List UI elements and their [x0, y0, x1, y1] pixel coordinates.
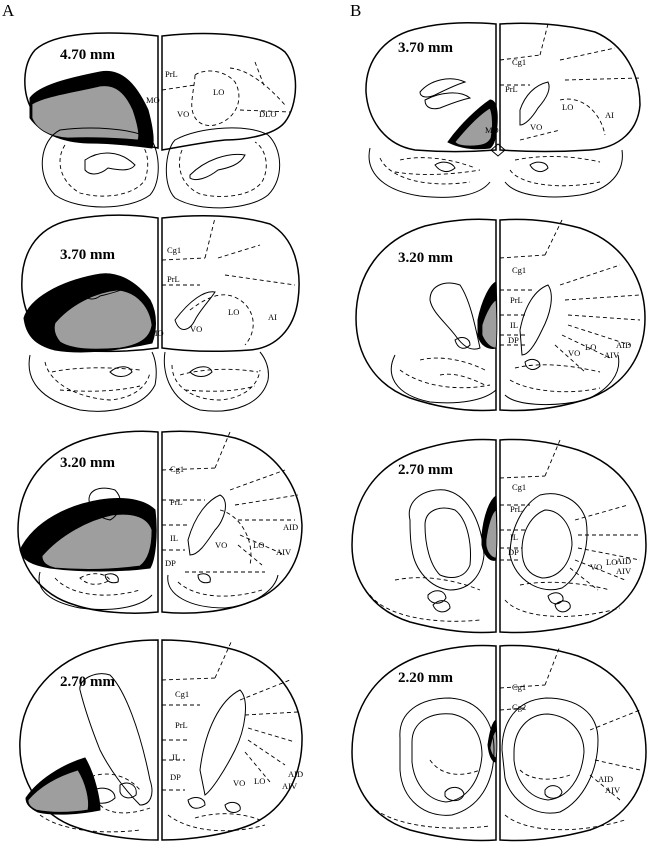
region-dp: DP: [165, 558, 176, 568]
region-vo: VO: [590, 562, 602, 572]
section-level: 3.70 mm: [398, 40, 453, 56]
region-vo: VO: [177, 109, 189, 119]
region-aiv: AIV: [282, 781, 298, 791]
lesion-minimal: [485, 509, 498, 559]
lesion-minimal: [53, 289, 153, 350]
section-b1: 3.70 mm Cg1 PrL MO VO LO AI: [365, 22, 641, 198]
region-mo: MO: [150, 328, 164, 338]
region-prl: PrL: [165, 69, 178, 79]
region-vo: VO: [568, 348, 580, 358]
region-lo: LO: [253, 540, 264, 550]
region-dp: DP: [508, 547, 519, 557]
region-prl: PrL: [170, 497, 183, 507]
right-hemisphere-outline: [499, 218, 646, 412]
right-hemisphere-outline: [161, 639, 303, 841]
region-cg2: Cg2: [512, 702, 526, 712]
region-aiv: AIV: [604, 350, 620, 360]
region-cg1: Cg1: [170, 464, 184, 474]
section-level: 4.70 mm: [60, 47, 115, 63]
lesion-minimal: [27, 769, 89, 813]
region-ai: AI: [268, 312, 277, 322]
region-vo: VO: [190, 324, 202, 334]
right-hemisphere-outline: [161, 32, 297, 151]
region-il: IL: [172, 752, 180, 762]
lesion-minimal: [41, 513, 153, 570]
right-hemisphere-outline: [499, 438, 647, 634]
region-il: IL: [510, 320, 518, 330]
region-dp: DP: [170, 772, 181, 782]
region-lo: LO: [254, 776, 265, 786]
section-b4: 2.20 mm Cg1 Cg2 AID AIV: [351, 644, 647, 842]
region-ai: AI: [605, 110, 614, 120]
region-il: IL: [510, 532, 518, 542]
region-cg1: Cg1: [512, 682, 526, 692]
left-hemisphere-outline: [351, 644, 497, 842]
region-cg1: Cg1: [512, 482, 526, 492]
section-level: 2.70 mm: [60, 674, 115, 690]
olfactory-region-right: [163, 351, 269, 412]
region-lo: LO: [228, 307, 239, 317]
right-hemisphere-outline: [499, 22, 641, 153]
region-lo: LO: [213, 87, 224, 97]
region-aid: AID: [283, 522, 298, 532]
region-vo: VO: [233, 778, 245, 788]
region-prl: PrL: [175, 720, 188, 730]
region-aid: AID: [288, 769, 303, 779]
lesion-minimal: [454, 107, 493, 147]
right-hemisphere-outline: [499, 644, 647, 842]
olfactory-region-left: [28, 351, 157, 412]
region-cg1: Cg1: [512, 265, 526, 275]
section-a1: 4.70 mm PrL MO LO VO DLO: [24, 32, 297, 209]
region-aid: AID: [598, 774, 613, 784]
section-level: 3.70 mm: [60, 247, 115, 263]
region-cg1: Cg1: [512, 57, 526, 67]
region-prl: PrL: [510, 504, 523, 514]
region-aid: AID: [616, 340, 631, 350]
region-aiv: AIV: [276, 547, 292, 557]
region-lo: LO: [606, 557, 617, 567]
panel-label-a: A: [2, 1, 15, 20]
region-vo: VO: [215, 540, 227, 550]
olfactory-bulb-left: [41, 127, 159, 208]
region-mo: MO: [485, 125, 499, 135]
region-cg1: Cg1: [167, 245, 181, 255]
region-aid: AID: [616, 556, 631, 566]
region-vo: VO: [530, 122, 542, 132]
region-cg1: Cg1: [175, 689, 189, 699]
lesion-minimal: [481, 299, 498, 349]
section-level: 3.20 mm: [398, 250, 453, 266]
section-a2: 3.70 mm Cg1 PrL MO VO LO AI: [21, 214, 300, 412]
left-hemisphere-outline: [355, 218, 497, 412]
left-hemisphere-outline: [365, 22, 497, 153]
region-prl: PrL: [510, 295, 523, 305]
section-b3: 2.70 mm Cg1 PrL IL DP VO LO AID AIV: [351, 438, 647, 634]
region-aiv: AIV: [605, 785, 621, 795]
region-lo: LO: [562, 102, 573, 112]
lesion-minimal: [31, 85, 140, 141]
region-dlo: DLO: [259, 109, 276, 119]
section-b2: 3.20 mm Cg1 PrL IL DP VO LO AID AIV: [355, 218, 646, 412]
section-a3: 3.20 mm Cg1 PrL IL DP VO LO AID AIV: [17, 430, 303, 614]
section-level: 2.20 mm: [398, 670, 453, 686]
left-hemisphere-outline: [19, 639, 159, 841]
right-hemisphere-outline: [161, 430, 303, 614]
region-prl: PrL: [167, 274, 180, 284]
panel-label-b: B: [350, 1, 361, 20]
right-hemisphere-outline: [161, 215, 300, 353]
left-hemisphere-outline: [17, 430, 159, 614]
region-lo: LO: [585, 342, 596, 352]
section-level: 2.70 mm: [398, 462, 453, 478]
region-prl: PrL: [505, 84, 518, 94]
section-a4: 2.70 mm Cg1 PrL IL DP VO LO AID AIV: [19, 639, 303, 841]
region-aiv: AIV: [616, 566, 632, 576]
region-mo: MO: [146, 95, 160, 105]
left-hemisphere-outline: [351, 438, 497, 634]
olfactory-bulb-right: [165, 127, 281, 209]
region-dp: DP: [508, 335, 519, 345]
region-il: IL: [170, 533, 178, 543]
section-level: 3.20 mm: [60, 455, 115, 471]
